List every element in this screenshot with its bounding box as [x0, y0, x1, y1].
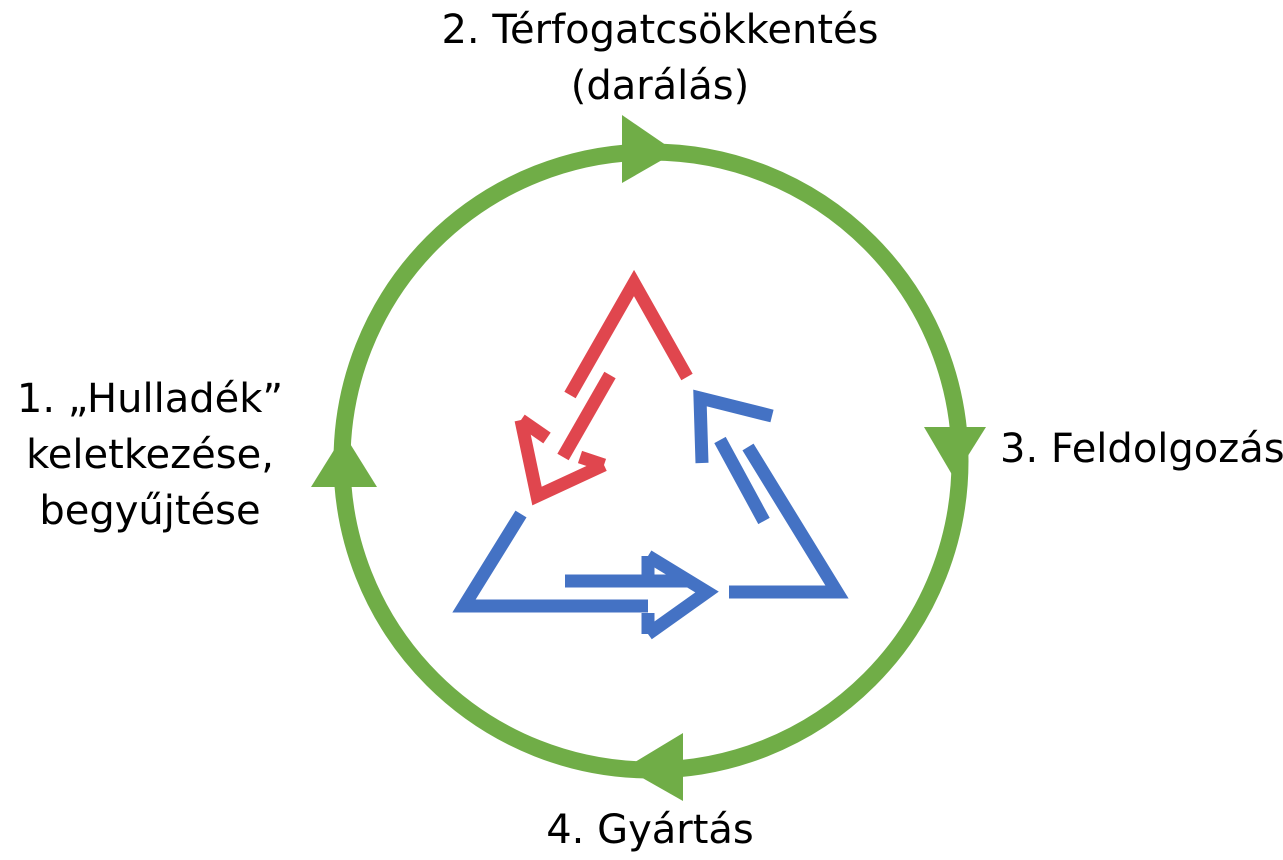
arrowhead-to-step-3-icon	[924, 427, 986, 478]
step-3-label: 3. Feldolgozás	[1000, 421, 1283, 477]
recycling-arrow-blue-right	[693, 389, 849, 599]
step-2-line-2: (darálás)	[570, 63, 750, 109]
arrowhead-to-step-4-icon	[625, 733, 683, 801]
recycling-arrow-red	[514, 269, 693, 506]
step-3-line-1: 3. Feldolgozás	[1000, 426, 1283, 472]
cycle-ring	[333, 143, 969, 779]
recycling-arrow-blue-left	[452, 510, 719, 640]
step-1-line-2: keletkezése,	[26, 432, 274, 478]
arrowhead-to-step-2-icon	[622, 115, 676, 183]
step-4-label: 4. Gyártás	[500, 802, 800, 858]
arrowhead-to-step-1-icon	[311, 434, 377, 487]
step-2-label: 2. Térfogatcsökkentés (darálás)	[400, 2, 920, 114]
step-1-line-3: begyűjtése	[39, 488, 261, 534]
step-1-line-1: 1. „Hulladék”	[16, 376, 284, 422]
recycling-triangle-icon	[452, 269, 849, 640]
step-1-label: 1. „Hulladék” keletkezése, begyűjtése	[0, 371, 300, 539]
step-4-line-1: 4. Gyártás	[546, 807, 754, 853]
step-2-line-1: 2. Térfogatcsökkentés	[441, 7, 879, 53]
